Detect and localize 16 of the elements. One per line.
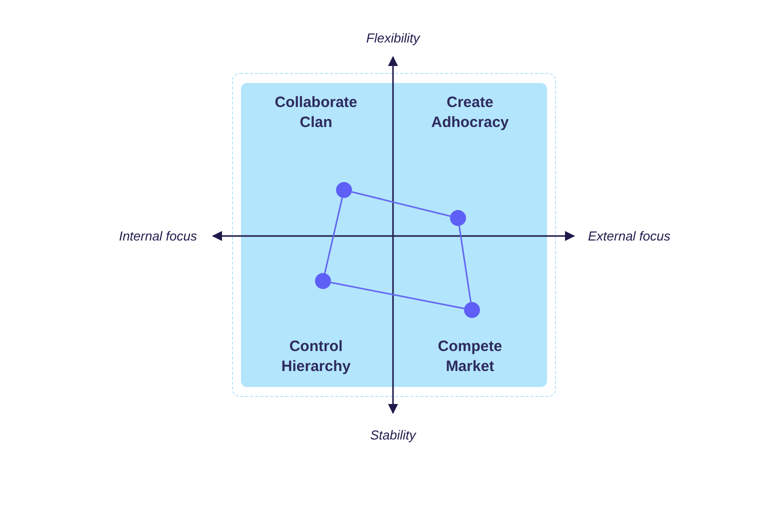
connector-line [324, 198, 343, 274]
quadrant-label: Compete Market [436, 337, 504, 377]
axis-label: Internal focus [118, 227, 197, 246]
connector-line [458, 226, 472, 302]
connector-line [352, 191, 450, 217]
connector-line [330, 282, 464, 310]
data-point [464, 302, 480, 318]
quadrant-label: Create Adhocracy [430, 93, 510, 133]
data-point [336, 182, 352, 198]
data-point [450, 210, 466, 226]
axis-label: External focus [588, 227, 670, 246]
quadrant-label: Control Hierarchy [280, 337, 352, 377]
axis-label: Stability [370, 426, 416, 444]
quadrant-label: Collaborate Clan [274, 93, 358, 133]
axis-label: Flexibility [366, 29, 420, 48]
data-point [315, 273, 331, 289]
